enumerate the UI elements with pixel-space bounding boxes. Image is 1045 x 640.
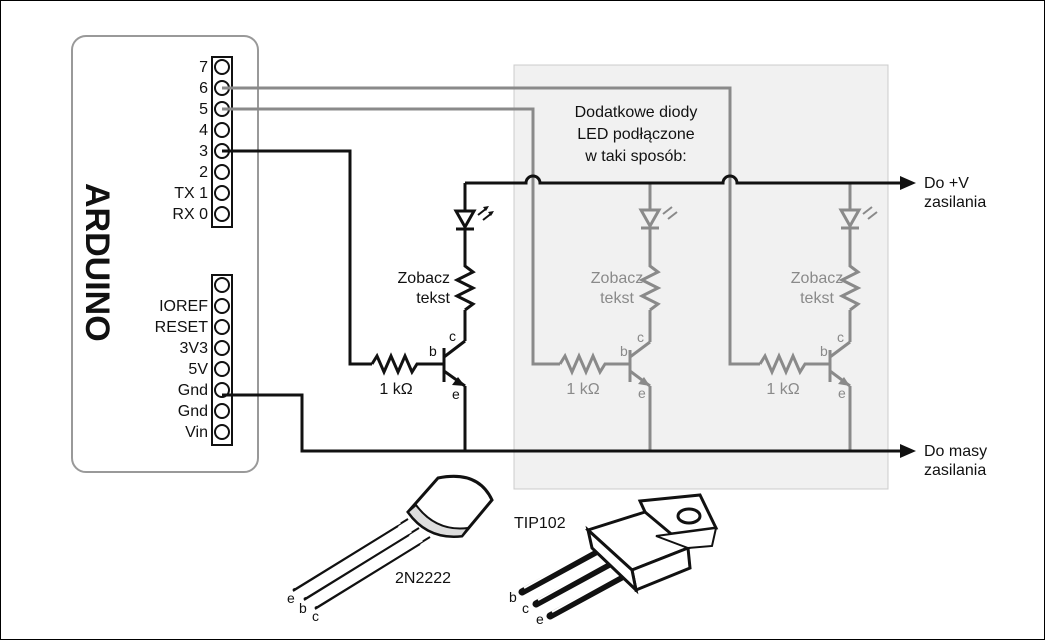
extra-pin-e-2: e	[838, 385, 846, 401]
base-resistor-label: 1 kΩ	[379, 381, 412, 398]
extra-load-label-1b: tekst	[600, 290, 634, 307]
main-wires	[222, 149, 900, 453]
supply-plus-label-1: Do +V	[924, 175, 969, 192]
extra-pin-b-2: b	[820, 343, 828, 359]
pin-label-5: 5	[199, 101, 208, 118]
digital-pin-7	[214, 206, 230, 222]
main-pin-e: e	[452, 386, 460, 402]
pin-label-ioref: IOREF	[159, 298, 208, 315]
pin-label-2: 2	[199, 164, 208, 181]
power-pin-1	[214, 298, 230, 314]
extra-load-resistor-1	[638, 228, 662, 312]
extra-pin-e-1: e	[638, 385, 646, 401]
extra-pin-c-1: c	[637, 329, 644, 345]
extra-load-label-2a: Zobacz	[791, 270, 843, 287]
extra-pin-b-1: b	[620, 343, 628, 359]
power-pin-0	[214, 277, 230, 293]
load-resistor	[453, 229, 477, 312]
digital-header	[211, 56, 233, 228]
pin-label-vin: Vin	[185, 424, 208, 441]
2n2222-pin-b: b	[299, 600, 307, 616]
supply-plus-label-2: zasilania	[924, 194, 986, 211]
power-pin-4	[214, 361, 230, 377]
supply-ground-arrow	[900, 444, 916, 458]
pin-label-4: 4	[199, 122, 208, 139]
supply-ground-label-1: Do masy	[924, 443, 987, 460]
tip102-pin-e: e	[536, 611, 544, 627]
extra-stage-1: Zobacz tekst 1 kΩ b c e	[558, 183, 678, 451]
tip102-package: b c e TIP102	[509, 493, 719, 627]
extra-resistor-1	[558, 352, 618, 376]
pin-label-3v3: 3V3	[180, 340, 209, 357]
arduino-title: ARDUINO	[78, 183, 116, 342]
base-resistor	[370, 352, 432, 376]
pin-label-tx1: TX 1	[174, 185, 208, 202]
power-pin-7	[214, 424, 230, 440]
main-stage	[370, 183, 494, 451]
note-line-2: LED podłączone	[577, 126, 695, 143]
digital-pin-5	[214, 164, 230, 180]
extra-resistor-label-1: 1 kΩ	[566, 381, 599, 398]
power-pin-labels: IOREF RESET 3V3 5V Gnd Gnd Vin	[155, 298, 209, 441]
extra-load-resistor-2	[838, 228, 862, 312]
gray-wires	[222, 86, 760, 366]
tip102-pin-c: c	[522, 600, 529, 616]
note-line-3: w taki sposób:	[584, 148, 686, 165]
supply-plus-arrow	[900, 176, 916, 190]
main-pin-b: b	[429, 343, 437, 359]
power-pin-3	[214, 340, 230, 356]
digital-pin-labels: 7 6 5 4 3 2 TX 1 RX 0	[172, 59, 208, 223]
digital-pin-6	[214, 185, 230, 201]
2n2222-label: 2N2222	[395, 570, 451, 587]
2n2222-pin-e: e	[287, 590, 295, 606]
main-led	[453, 209, 477, 231]
power-pin-6	[214, 403, 230, 419]
additional-leds-panel	[513, 64, 889, 490]
2n2222-package: e b c 2N2222	[287, 474, 494, 624]
extra-load-label-2b: tekst	[800, 290, 834, 307]
extra-load-label-1a: Zobacz	[591, 270, 643, 287]
pin-label-7: 7	[199, 59, 208, 76]
load-label-b: tekst	[416, 290, 450, 307]
pin-label-3: 3	[199, 143, 208, 160]
digital-pin-0	[214, 59, 230, 75]
pin-label-gnd-2: Gnd	[178, 403, 208, 420]
main-transistor-emitter-arrow	[452, 377, 465, 386]
extra-resistor-2	[758, 352, 818, 376]
pin-label-reset: RESET	[155, 319, 209, 336]
main-pin-c: c	[449, 328, 456, 344]
power-pin-2	[214, 319, 230, 335]
2n2222-pin-c: c	[312, 608, 319, 624]
supply-ground-label-2: zasilania	[924, 462, 986, 479]
extra-resistor-label-2: 1 kΩ	[766, 381, 799, 398]
arduino-board	[71, 35, 259, 473]
pin-label-gnd-1: Gnd	[178, 382, 208, 399]
extra-pin-c-2: c	[837, 329, 844, 345]
pin-label-5v: 5V	[188, 361, 208, 378]
pin-label-rx0: RX 0	[172, 206, 208, 223]
tip102-pin-b: b	[509, 589, 517, 605]
pin-label-6: 6	[199, 80, 208, 97]
power-header	[211, 274, 233, 446]
extra-stage-2: Zobacz tekst 1 kΩ b c e	[758, 183, 878, 451]
digital-pin-3	[214, 122, 230, 138]
load-label-a: Zobacz	[398, 270, 450, 287]
tip102-label: TIP102	[514, 515, 566, 532]
note-line-1: Dodatkowe diody	[575, 104, 698, 121]
